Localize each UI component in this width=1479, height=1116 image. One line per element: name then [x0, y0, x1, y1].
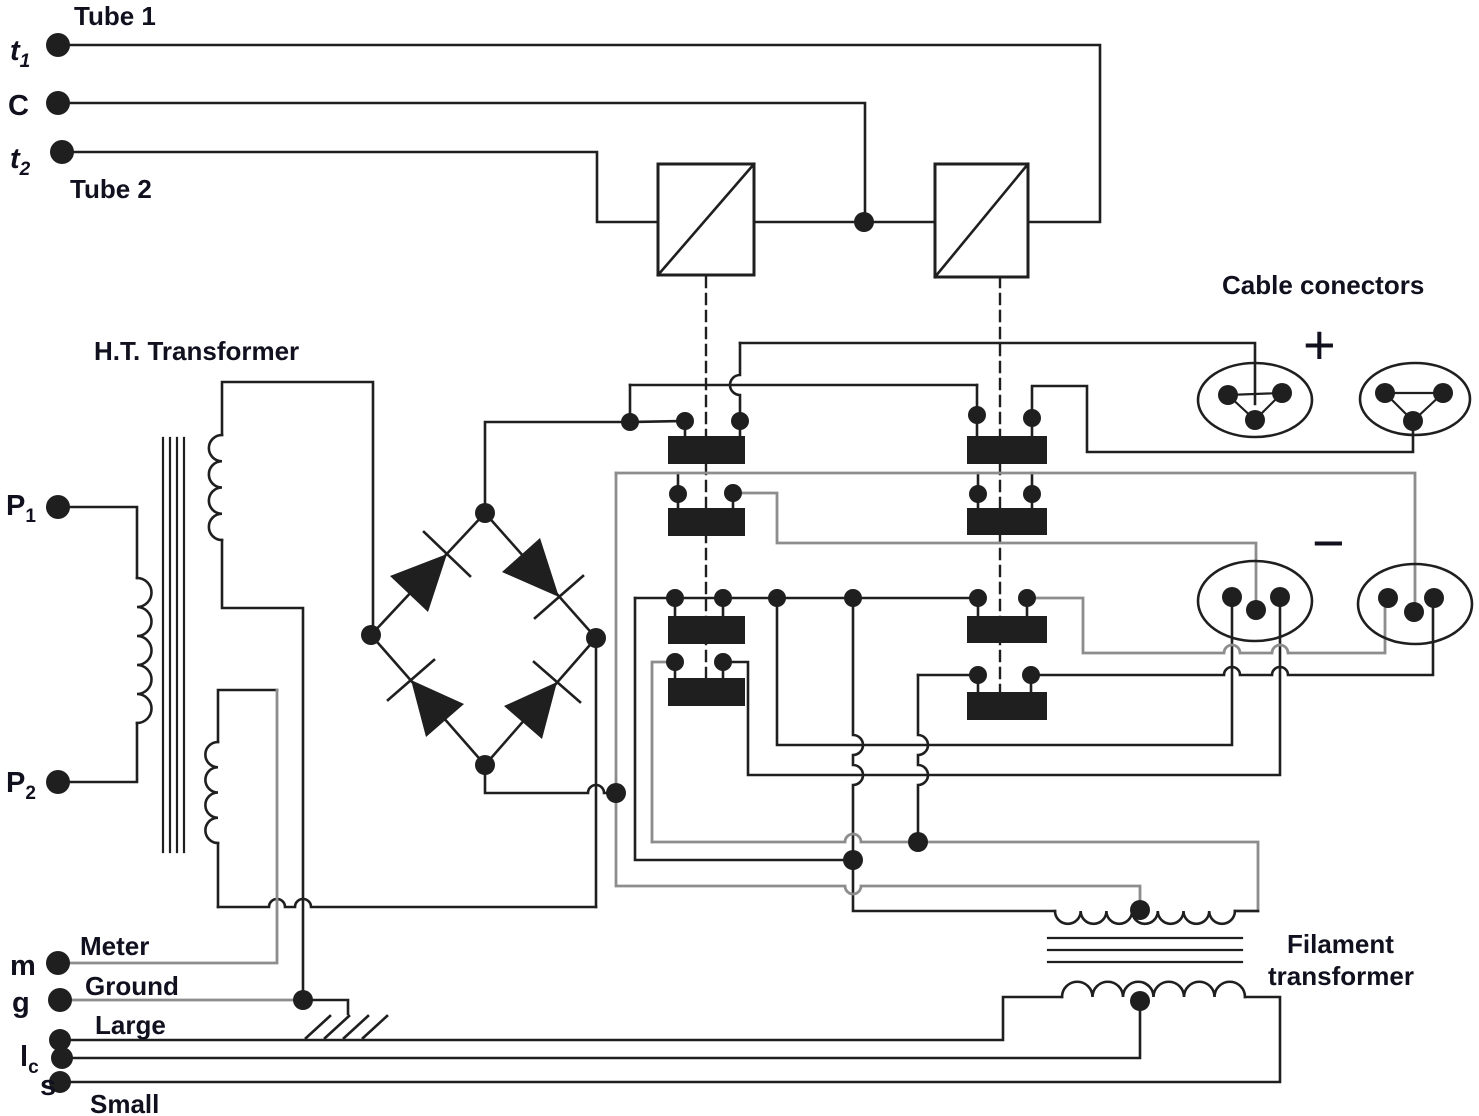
terminal-g [48, 988, 72, 1012]
terminal-c [46, 91, 70, 115]
label-tube2: Tube 2 [70, 174, 152, 204]
label-terminal-c: C [8, 90, 29, 122]
label-terminal-p2: P2 [6, 767, 36, 804]
ground-icon [301, 998, 389, 1040]
minus-polarity-label: − [1312, 511, 1345, 574]
diode-icon [502, 538, 585, 620]
cable-connector-minus-2 [1356, 562, 1474, 646]
ht-core [161, 436, 186, 854]
tube-terminal-wires [56, 43, 1102, 224]
cable-connector-plus-1 [1196, 361, 1314, 439]
label-small: Small [90, 1089, 159, 1116]
switch-contact-bar [668, 616, 745, 644]
focal-spot-wires [58, 995, 1282, 1084]
diode-icon [390, 530, 472, 612]
cable-connector-minus-1 [1196, 559, 1314, 643]
hv-changeover-boxes [656, 162, 1030, 279]
junction-dots [293, 212, 1150, 1011]
label-terminal-g: g [12, 987, 30, 1019]
switch-contact-bar [668, 508, 745, 536]
meter-ground-wires [56, 688, 598, 1040]
label-terminal-m: m [10, 950, 36, 982]
switch-contact-bar [668, 678, 745, 706]
switch-bank-right [916, 384, 1435, 844]
switch-contact-bar [967, 692, 1047, 720]
terminal-s [49, 1071, 71, 1093]
label-terminal-s: s [40, 1070, 56, 1102]
filament-transformer [1046, 909, 1260, 999]
label-terminal-t1: t1 [10, 35, 30, 72]
label-ht-transformer: H.T. Transformer [94, 336, 299, 366]
terminal-p2 [46, 770, 70, 794]
terminal-t2 [50, 140, 74, 164]
terminal-p1 [46, 495, 70, 519]
diode-icon [504, 660, 582, 739]
label-meter: Meter [80, 931, 149, 961]
label-large: Large [95, 1010, 166, 1040]
label-tube1: Tube 1 [74, 1, 156, 31]
switch-contact-bar [967, 436, 1047, 464]
label-filament-transformer-line2: transformer [1268, 961, 1414, 991]
label-ground: Ground [85, 971, 179, 1001]
terminal-large [49, 1029, 71, 1051]
text-labels: Tube 1 t1 C t2 Tube 2 H.T. Transformer P… [6, 1, 1424, 1116]
terminal-lc [51, 1047, 73, 1069]
diode-icon [386, 658, 464, 737]
switch-contact-bar [967, 616, 1047, 643]
switch-bank-left [628, 341, 1282, 913]
label-terminal-p1: P1 [6, 490, 36, 527]
label-filament-transformer-line1: Filament [1287, 929, 1394, 959]
label-cable-connectors: Cable conectors [1222, 270, 1424, 300]
label-terminal-lc: lc [20, 1041, 39, 1078]
switch-contact-bar [967, 508, 1047, 535]
cable-connectors [1196, 361, 1474, 646]
label-terminal-t2: t2 [10, 143, 31, 180]
plus-polarity-label: + [1303, 313, 1336, 376]
switch-contact-bar [668, 436, 745, 464]
terminal-dots [46, 33, 74, 1093]
ht-transformer [56, 380, 375, 1002]
cable-connector-plus-2 [1358, 361, 1472, 437]
terminal-m [46, 951, 70, 975]
diode-bridge [369, 420, 632, 909]
terminal-t1 [46, 33, 70, 57]
